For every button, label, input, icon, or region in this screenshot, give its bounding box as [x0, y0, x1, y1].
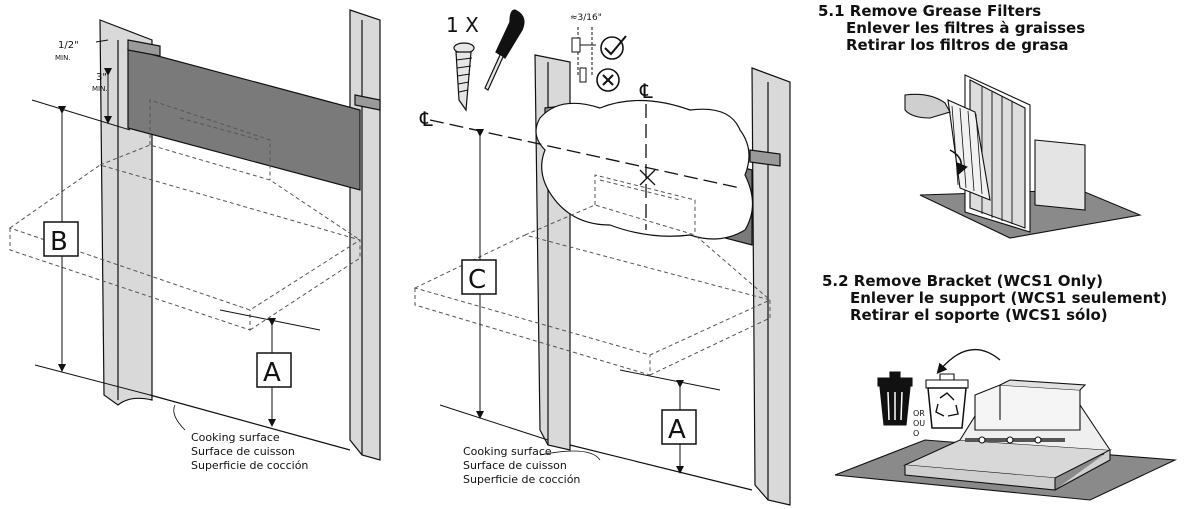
- quantity-label: 1 X: [446, 13, 479, 37]
- dim-half-sub: MIN.: [55, 54, 71, 62]
- step-5-2-title: 5.2 Remove Bracket (WCS1 Only): [822, 272, 1103, 290]
- centerline-symbol-left: ℄: [419, 107, 433, 131]
- trash-can-icon: [877, 371, 913, 426]
- cutout-cloud: [535, 99, 754, 240]
- dimension-a2-label: A: [668, 415, 686, 445]
- cooking-surface-es: Superficie de cocción: [191, 459, 308, 472]
- gap-detail-icon: [571, 27, 596, 83]
- step-5-2-fr: Enlever le support (WCS1 seulement): [850, 289, 1168, 307]
- cross-circle-icon: [596, 68, 620, 92]
- dimension-a2-box: [661, 409, 697, 445]
- grease-filter-illustration: [904, 74, 1142, 239]
- cooking-surface-fr-2: Surface de cuisson: [463, 459, 567, 472]
- middle-panel: [413, 9, 791, 506]
- recycle-bin-icon: [925, 373, 969, 429]
- middle-right-stud: [751, 67, 791, 506]
- check-icon: [600, 35, 627, 60]
- right-stud: [349, 9, 381, 461]
- screwdriver-icon: [484, 9, 525, 91]
- cooking-surface-es-2: Superficie de cocción: [463, 473, 580, 486]
- step-5-2-heading: 5.2 Remove Bracket (WCS1 Only) Enlever l…: [822, 273, 1167, 324]
- step-5-1-heading: 5.1 Remove Grease Filters Enlever les fi…: [818, 3, 1085, 54]
- screw-icon: [453, 42, 475, 112]
- cooking-surface-en-2: Cooking surface: [463, 445, 552, 458]
- cooking-surface-en: Cooking surface: [191, 431, 280, 444]
- step-5-1-es: Retirar los filtros de grasa: [846, 36, 1069, 54]
- gap-label: ≈3/16": [570, 13, 602, 23]
- or-en: OR: [913, 409, 925, 418]
- centerline-symbol-top: ℄: [639, 79, 653, 103]
- dimension-b-label: B: [50, 227, 68, 257]
- left-panel: [8, 9, 381, 461]
- dimension-a-box: [256, 352, 292, 388]
- hand-icon: [904, 93, 951, 119]
- dim-three-sub: MIN.: [92, 85, 108, 93]
- dim-half-label: 1/2": [58, 40, 79, 51]
- dimension-b-box: [43, 221, 79, 257]
- bracket-illustration: [834, 348, 1178, 501]
- step-5-2-es: Retirar el soporte (WCS1 sólo): [850, 306, 1108, 324]
- or-es: O: [913, 429, 919, 438]
- dimension-c-label: C: [468, 265, 486, 295]
- dimension-a-label: A: [263, 358, 281, 388]
- or-fr: OU: [913, 419, 925, 428]
- cooking-surface-fr: Surface de cuisson: [191, 445, 295, 458]
- step-5-1-title: 5.1 Remove Grease Filters: [818, 2, 1042, 20]
- dim-three-label: 3": [96, 72, 107, 83]
- dimension-c-box: [461, 259, 497, 295]
- mounting-board: [127, 47, 361, 191]
- step-5-1-fr: Enlever les filtres à graisses: [846, 19, 1086, 37]
